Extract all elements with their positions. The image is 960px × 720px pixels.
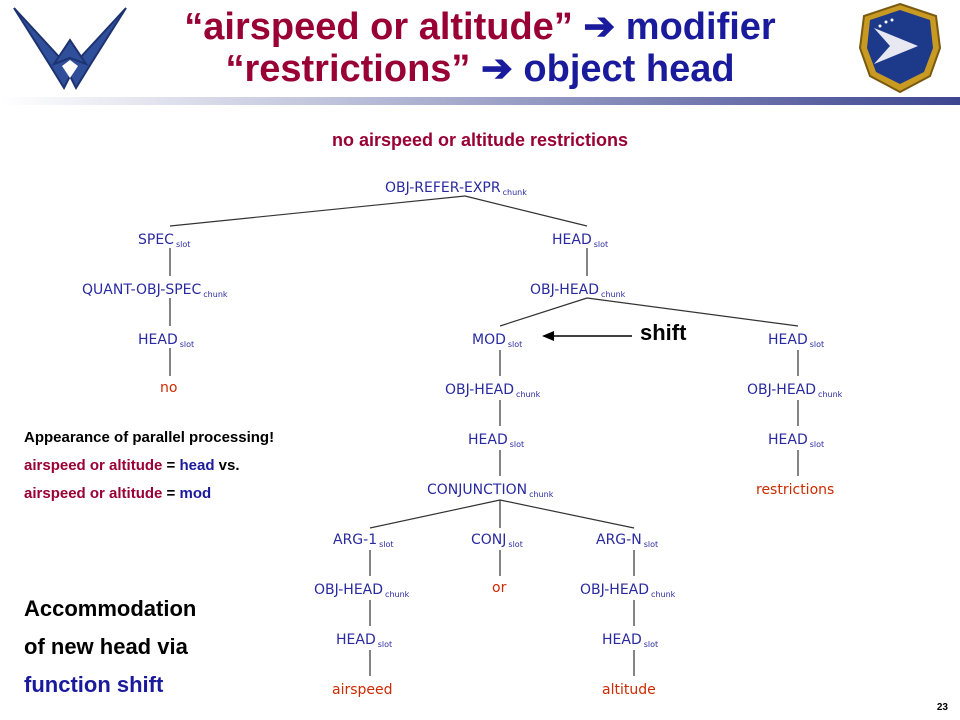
shift-arrow-icon	[542, 331, 632, 341]
edge-conj-argn	[499, 499, 635, 529]
leaf-airspeed: airspeed	[332, 682, 393, 698]
leaf-restrictions: restrictions	[756, 482, 834, 498]
accom-line-1: Accommodation	[24, 596, 197, 621]
note-line-2: airspeed or altitude = head vs.	[24, 457, 240, 474]
leaf-or: or	[492, 580, 507, 596]
arrow-icon: ➔	[480, 48, 513, 90]
accom-line-3: function shift	[24, 672, 164, 697]
slide-title-line-1: “airspeed or altitude” ➔ modifier	[0, 6, 960, 48]
page-number: 23	[936, 702, 948, 713]
edge-conj-arg1	[369, 499, 501, 529]
edge-objhead-rhead	[586, 297, 799, 327]
leaf-no: no	[160, 380, 177, 396]
diagram-subtitle: no airspeed or altitude restrictions	[331, 130, 629, 150]
air-force-wings-logo	[13, 7, 127, 91]
shift-label: shift	[640, 320, 687, 345]
title-role-2: object head	[523, 48, 735, 90]
edge-root-spec	[169, 195, 466, 227]
parallel-processing-notes: Appearance of parallel processing! airsp…	[24, 424, 274, 508]
accommodation-text: Accommodation of new head via function s…	[24, 590, 196, 704]
research-laboratory-seal	[858, 2, 942, 94]
leaf-altitude: altitude	[602, 682, 656, 698]
note-line-3: airspeed or altitude = mod	[24, 485, 212, 502]
note-line-1: Appearance of parallel processing!	[24, 429, 275, 446]
header-divider-bar	[0, 97, 960, 105]
slide-title-line-2: “restrictions” ➔ object head	[0, 48, 960, 90]
arrow-icon: ➔	[583, 6, 616, 48]
edge-objhead-mod	[499, 297, 588, 327]
title-quote-2: “restrictions”	[225, 48, 471, 90]
title-role-1: modifier	[625, 6, 776, 48]
accom-line-2: of new head via	[24, 634, 188, 659]
title-quote-1: “airspeed or altitude”	[184, 6, 573, 48]
edge-root-head	[464, 195, 588, 227]
